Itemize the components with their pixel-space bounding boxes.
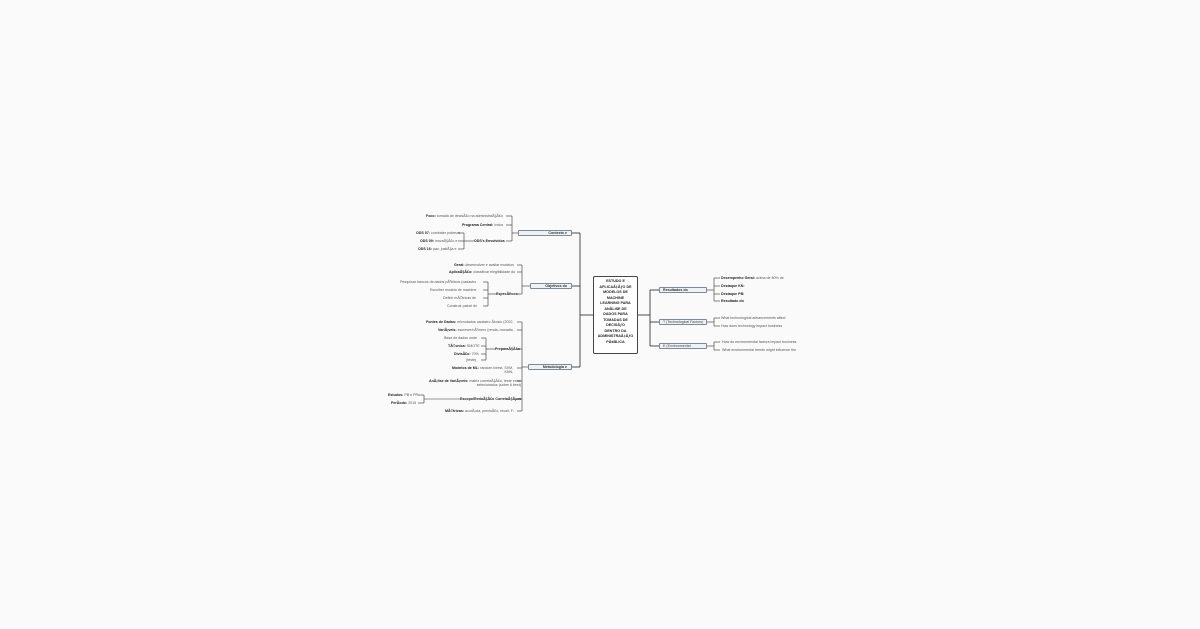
branch-environmental[interactable]: E (Environmental xyxy=(659,343,707,349)
node-programa-value: Indus xyxy=(494,223,504,227)
node-periodo-value: 2015 xyxy=(408,401,417,405)
node-fontes-value: microdados cadastro Ãšnico (2022, xyxy=(457,320,514,324)
node-periodo[interactable]: PerÃ­odo: 2015 xyxy=(391,401,416,405)
node-foco-key: Foco: xyxy=(426,214,436,218)
node-preparacao-text: PreparaÃ§Ã£o xyxy=(495,347,520,351)
node-analise-value-2: selecionados (sobre 6 best) xyxy=(476,383,521,387)
node-aplicacao-key: AplicaÃ§Ã£o: xyxy=(449,270,473,274)
node-analise-value: matriz correlaÃ§Ã£o, teste entre xyxy=(469,379,521,383)
branch-contexto[interactable]: Contexto e xyxy=(518,230,572,236)
node-variaveis-key: VariÃ¡veis: xyxy=(438,328,457,332)
node-foco[interactable]: Foco: tomada de decisÃ£o na administraÃ§… xyxy=(426,214,503,218)
node-prep-base[interactable]: Base de dados onde xyxy=(444,336,477,340)
node-resultado-4[interactable]: Resultado do xyxy=(721,299,744,303)
node-especificos-label[interactable]: EspecÃ­ficos xyxy=(496,292,518,296)
node-env-2[interactable]: What environmental trends might influenc… xyxy=(722,348,797,352)
node-metricas-value: acurÃ¡cia, precisÃ£o, recall, F- xyxy=(465,409,515,413)
node-aplicacao-value: classificar elegibilidade do xyxy=(473,270,516,274)
central-topic[interactable]: ESTUDO E APLICAÃ‡ÃƒO DE MODELOS DE MACHI… xyxy=(593,276,638,354)
node-resultado-1-value: acima de 80% de xyxy=(755,276,784,280)
node-prep-base-value: Base de dados onde xyxy=(444,336,477,340)
node-ods-09-key: ODS 09: xyxy=(420,239,434,243)
node-resultado-1[interactable]: Desempenho Geral: acima de 80% de xyxy=(721,276,784,280)
node-especificos-text: EspecÃ­ficos xyxy=(496,292,518,296)
node-ods-07-value: combater pobreza xyxy=(430,231,460,235)
branch-resultados[interactable]: Resultados do xyxy=(659,287,707,293)
node-ods-label-text: ODS's Envolvidos xyxy=(474,239,505,243)
node-escopo-text: Escopo/ReduÃ§Ã£o CorrelaÃ§Ãµes xyxy=(460,397,522,401)
node-resultado-2-key: Destaque KN: xyxy=(721,284,745,288)
node-resultado-3-key: Destaque PB: xyxy=(721,292,745,296)
node-modelos-value-2: KNN, xyxy=(504,370,514,374)
node-ods-07-key: ODS 07: xyxy=(416,231,430,235)
node-prep-divisao-key: DivisÃ£o: xyxy=(454,352,471,356)
node-estudos-key: Estudos: xyxy=(388,393,404,397)
node-metricas[interactable]: MÃ©tricas: acurÃ¡cia, precisÃ£o, recall,… xyxy=(445,409,514,413)
node-modelos[interactable]: Modelos de ML: random forest, SVM, KNN, xyxy=(452,366,513,374)
node-ods-09-value: inovaÃ§Ã£o e xyxy=(434,239,458,243)
node-prep-tecnica-value: SMOTE xyxy=(466,344,480,348)
node-estudos-value: PB e PR xyxy=(404,393,419,397)
node-env-1[interactable]: How do environmental factors impact busi… xyxy=(722,340,797,344)
node-modelos-value: random forest, SVM, xyxy=(480,366,514,370)
node-prep-divisao-value: 70% xyxy=(471,352,479,356)
branch-objetivos[interactable]: Objetivos do xyxy=(530,283,572,289)
branch-technological[interactable]: T (Technological Factors) xyxy=(659,319,707,325)
node-ods-16-key: ODS 16: xyxy=(418,247,432,251)
node-ods-label[interactable]: ODS's Envolvidos xyxy=(474,239,505,243)
node-prep-teste-value: (teste) xyxy=(466,358,477,362)
node-resultado-2[interactable]: Destaque KN: xyxy=(721,284,745,288)
node-especifico-2[interactable]: Escolher modelo de machine xyxy=(430,288,477,292)
node-geral[interactable]: Geral: desenvolver e avaliar modelos xyxy=(454,263,514,267)
branch-metodologia[interactable]: Metodologia e xyxy=(528,364,572,370)
node-prep-teste[interactable]: (teste) xyxy=(466,358,476,362)
node-prep-divisao[interactable]: DivisÃ£o: 70% xyxy=(454,352,479,356)
node-especifico-3[interactable]: Definir mÃ©tricas de xyxy=(443,296,477,300)
node-prep-tecnica[interactable]: TÃ©cnica: SMOTE xyxy=(448,344,480,348)
node-fontes-key: Fontes de Dados: xyxy=(426,320,457,324)
node-foco-value: tomada de decisÃ£o na administraÃ§Ã£o xyxy=(436,214,503,218)
node-geral-key: Geral: xyxy=(454,263,465,267)
node-geral-value: desenvolver e avaliar modelos xyxy=(465,263,514,267)
node-tech-2[interactable]: How does technology impact business xyxy=(721,324,783,328)
node-prep-tecnica-key: TÃ©cnica: xyxy=(448,344,466,348)
node-especifico-4[interactable]: Construir painel de xyxy=(447,304,478,308)
node-especifico-1[interactable]: Pesquisar bancos de dados pÃºblicos (cad… xyxy=(400,280,477,284)
node-variaveis[interactable]: VariÃ¡veis: escrever/nÃºmero (renda, mor… xyxy=(438,328,514,332)
node-preparacao-label[interactable]: PreparaÃ§Ã£o xyxy=(495,347,520,351)
node-periodo-key: PerÃ­odo: xyxy=(391,401,408,405)
node-ods-09[interactable]: ODS 09: inovaÃ§Ã£o e xyxy=(420,239,457,243)
node-estudos[interactable]: Estudos: PB e PR xyxy=(388,393,418,397)
node-programa-key: Programa Central: xyxy=(462,223,494,227)
node-tech-1[interactable]: What technological advancements affect xyxy=(721,316,786,320)
node-escopo-label[interactable]: Escopo/ReduÃ§Ã£o CorrelaÃ§Ãµes xyxy=(460,397,521,401)
node-metricas-key: MÃ©tricas: xyxy=(445,409,465,413)
node-aplicacao[interactable]: AplicaÃ§Ã£o: classificar elegibilidade d… xyxy=(449,270,515,274)
node-ods-07[interactable]: ODS 07: combater pobreza xyxy=(416,231,460,235)
node-programa[interactable]: Programa Central: Indus xyxy=(462,223,503,227)
node-variaveis-value: escrever/nÃºmero (renda, moradia, xyxy=(457,328,514,332)
node-resultado-3[interactable]: Destaque PB: xyxy=(721,292,744,296)
node-resultado-4-key: Resultado do xyxy=(721,299,744,303)
node-ods-16-value: paz, justiÃ§a e xyxy=(432,247,457,251)
node-modelos-key: Modelos de ML: xyxy=(452,366,480,370)
node-analise-key: AnÃ¡lise de VariÃ¡veis: xyxy=(429,379,469,383)
node-resultado-1-key: Desempenho Geral: xyxy=(721,276,755,280)
node-ods-16[interactable]: ODS 16: paz, justiÃ§a e xyxy=(418,247,457,251)
node-fontes[interactable]: Fontes de Dados: microdados cadastro Ãšn… xyxy=(426,320,514,324)
node-analise[interactable]: AnÃ¡lise de VariÃ¡veis: matriz correlaÃ§… xyxy=(429,379,521,387)
